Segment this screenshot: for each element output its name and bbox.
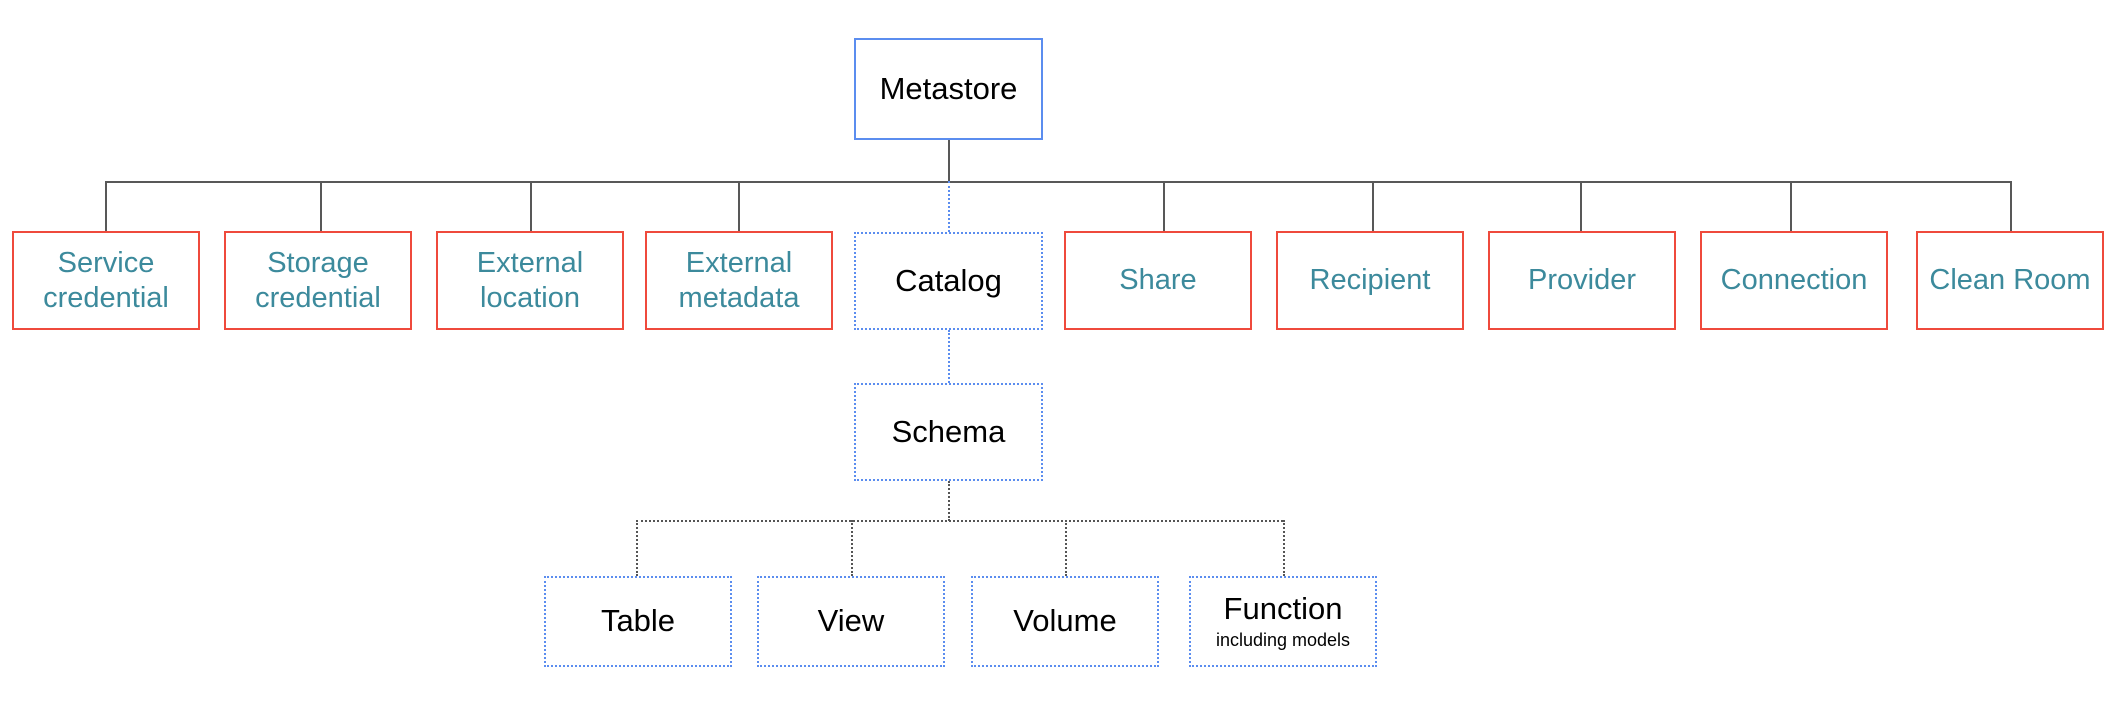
connector-drop-external-location	[530, 181, 532, 231]
connector-drop-recipient	[1372, 181, 1374, 231]
node-volume[interactable]: Volume	[971, 576, 1159, 667]
node-service-credential-label: Service credential	[43, 247, 169, 314]
node-function-label: Function	[1223, 591, 1343, 627]
node-table-label: Table	[600, 603, 676, 639]
connector-drop-table	[636, 520, 638, 576]
node-schema-label: Schema	[891, 413, 1006, 449]
node-table[interactable]: Table	[544, 576, 732, 667]
node-connection-label: Connection	[1720, 264, 1868, 297]
connector-drop-storage-credential	[320, 181, 322, 231]
connector-drop-clean-room	[2010, 181, 2012, 231]
node-function[interactable]: Function including models	[1189, 576, 1377, 667]
connector-children-bar	[636, 520, 1283, 522]
connector-catalog-to-schema	[948, 330, 950, 383]
node-provider[interactable]: Provider	[1488, 231, 1676, 330]
connector-drop-share	[1163, 181, 1165, 231]
node-storage-credential[interactable]: Storage credential	[224, 231, 412, 330]
node-catalog[interactable]: Catalog	[854, 232, 1043, 330]
node-external-location[interactable]: External location	[436, 231, 624, 330]
node-metastore-label: Metastore	[879, 70, 1018, 106]
node-view-label: View	[817, 603, 885, 639]
connector-drop-view	[851, 520, 853, 576]
connector-drop-catalog	[948, 181, 950, 232]
node-function-sublabel: including models	[1215, 630, 1351, 651]
connector-drop-service-credential	[105, 181, 107, 231]
connector-schema-stem	[948, 481, 950, 521]
connector-drop-function	[1283, 520, 1285, 576]
connector-main-bar	[105, 181, 2011, 183]
node-volume-label: Volume	[1013, 603, 1117, 639]
node-external-metadata[interactable]: External metadata	[645, 231, 833, 330]
node-storage-credential-label: Storage credential	[255, 247, 381, 314]
node-recipient[interactable]: Recipient	[1276, 231, 1464, 330]
node-catalog-label: Catalog	[895, 262, 1002, 298]
connector-drop-external-metadata	[738, 181, 740, 231]
node-share[interactable]: Share	[1064, 231, 1252, 330]
node-provider-label: Provider	[1528, 264, 1636, 297]
connector-drop-provider	[1580, 181, 1582, 231]
node-clean-room-label: Clean Room	[1929, 264, 2091, 297]
node-schema[interactable]: Schema	[854, 383, 1043, 481]
node-external-location-label: External location	[476, 247, 584, 314]
node-service-credential[interactable]: Service credential	[12, 231, 200, 330]
connector-drop-connection	[1790, 181, 1792, 231]
node-view[interactable]: View	[757, 576, 945, 667]
node-connection[interactable]: Connection	[1700, 231, 1888, 330]
node-metastore[interactable]: Metastore	[854, 38, 1043, 140]
node-recipient-label: Recipient	[1309, 264, 1431, 297]
node-share-label: Share	[1119, 264, 1197, 297]
node-clean-room[interactable]: Clean Room	[1916, 231, 2104, 330]
connector-metastore-stem	[948, 140, 950, 182]
connector-drop-volume	[1065, 520, 1067, 576]
node-external-metadata-label: External metadata	[678, 247, 800, 314]
